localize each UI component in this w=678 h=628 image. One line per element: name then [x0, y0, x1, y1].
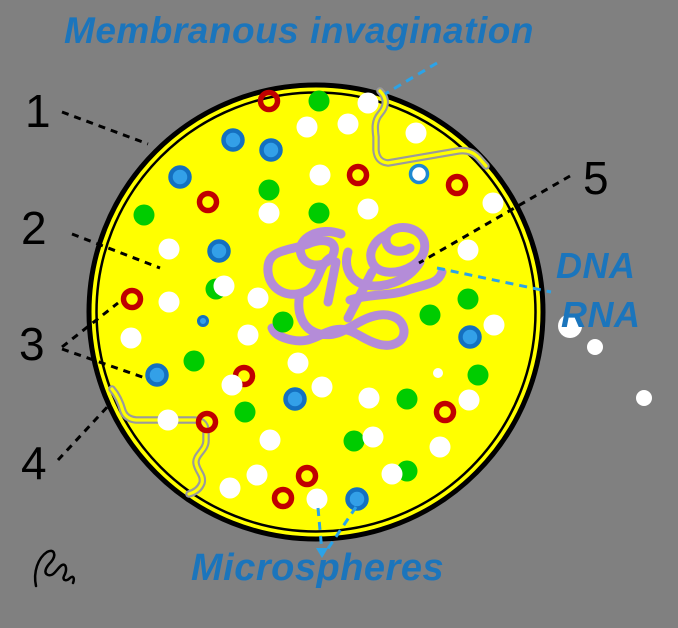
leader-line-black: [71, 232, 161, 270]
microsphere-green: [183, 350, 205, 372]
microsphere-white: [458, 389, 480, 411]
microsphere-green: [308, 202, 330, 224]
dna-rna-strand: [343, 267, 377, 323]
microsphere-blue: [458, 325, 482, 349]
microsphere-white: [358, 387, 380, 409]
microsphere-blue: [207, 239, 231, 263]
microsphere-ring: [445, 173, 469, 197]
microsphere-white: [381, 463, 403, 485]
microsphere-white: [296, 116, 318, 138]
microsphere-blue: [221, 128, 245, 152]
pointer-line-cyan: [316, 507, 324, 553]
microsphere-white: [357, 198, 379, 220]
leader-line-black: [61, 347, 149, 381]
microsphere-white: [158, 238, 180, 260]
membranous-invagination-tube-core: [373, 89, 488, 168]
pointer-line-cyan: [323, 506, 358, 554]
microsphere-ring: [433, 400, 457, 424]
dna-label: DNA: [556, 245, 636, 286]
microsphere-outside: [636, 390, 652, 406]
callout-number-3: 3: [19, 318, 45, 370]
dna-rna-strand: [267, 289, 409, 350]
microsphere-ring: [346, 163, 370, 187]
callout-number-5: 5: [583, 152, 609, 204]
microspheres-label: Microspheres: [191, 547, 445, 589]
microsphere-white: [457, 239, 479, 261]
microsphere-white: [213, 275, 235, 297]
leader-line-black: [61, 110, 149, 146]
microsphere-ring: [195, 410, 219, 434]
microsphere-blue: [168, 165, 192, 189]
microsphere-white: [258, 202, 280, 224]
microsphere-white: [429, 436, 451, 458]
microsphere-green: [133, 204, 155, 226]
microsphere-white: [287, 352, 309, 374]
rna-label: RNA: [561, 294, 641, 335]
microsphere-ring: [120, 287, 144, 311]
microsphere-smallwhite: [433, 368, 443, 378]
microsphere-white: [306, 488, 328, 510]
dna-rna-strand: [366, 223, 430, 277]
pointer-line-cyan: [384, 61, 438, 96]
microsphere-white: [247, 287, 269, 309]
pointer-line-cyan: [436, 266, 552, 294]
pointer-arrowhead: [316, 548, 328, 558]
microsphere-outside: [587, 339, 603, 355]
microsphere-green: [457, 288, 479, 310]
microsphere-ring: [295, 464, 319, 488]
microsphere-green: [272, 311, 294, 333]
microsphere-green: [343, 430, 365, 452]
microsphere-ring: [257, 89, 281, 113]
microsphere-white: [362, 426, 384, 448]
callout-number-4: 4: [21, 437, 47, 489]
microsphere-white: [311, 376, 333, 398]
microsphere-ring: [271, 486, 295, 510]
microsphere-green: [396, 388, 418, 410]
microsphere-outside: [558, 314, 582, 338]
microsphere-white: [309, 164, 331, 186]
leader-line-black: [56, 402, 112, 462]
microsphere-white: [221, 374, 243, 396]
microsphere-white: [120, 327, 142, 349]
callout-number-1: 1: [25, 85, 51, 137]
microsphere-white: [482, 192, 504, 214]
dna-rna-strand: [263, 226, 346, 299]
microsphere-white: [246, 464, 268, 486]
microsphere-blue: [345, 487, 369, 511]
microsphere-green: [234, 401, 256, 423]
microsphere-green: [467, 364, 489, 386]
dna-rna-strand: [345, 267, 447, 305]
microsphere-white: [259, 429, 281, 451]
microsphere-bluering: [408, 163, 430, 185]
microsphere-white: [237, 324, 259, 346]
microsphere-blue: [283, 387, 307, 411]
microsphere-white: [337, 113, 359, 135]
microsphere-blue: [259, 138, 283, 162]
microsphere-white: [483, 314, 505, 336]
microsphere-green: [258, 179, 280, 201]
membranous-invagination-label: Membranous invagination: [64, 10, 534, 51]
dna-rna-strand: [323, 257, 341, 307]
microsphere-green: [308, 90, 330, 112]
microsphere-white: [157, 409, 179, 431]
microsphere-smallblue: [197, 315, 209, 327]
signature-mark: [33, 549, 76, 588]
callout-number-2: 2: [21, 202, 47, 254]
microsphere-green: [419, 304, 441, 326]
microsphere-ring: [196, 190, 220, 214]
microsphere-white: [357, 92, 379, 114]
leader-line-black: [418, 174, 571, 265]
microsphere-white: [405, 122, 427, 144]
microsphere-white: [219, 477, 241, 499]
microsphere-blue: [145, 363, 169, 387]
microsphere-white: [158, 291, 180, 313]
